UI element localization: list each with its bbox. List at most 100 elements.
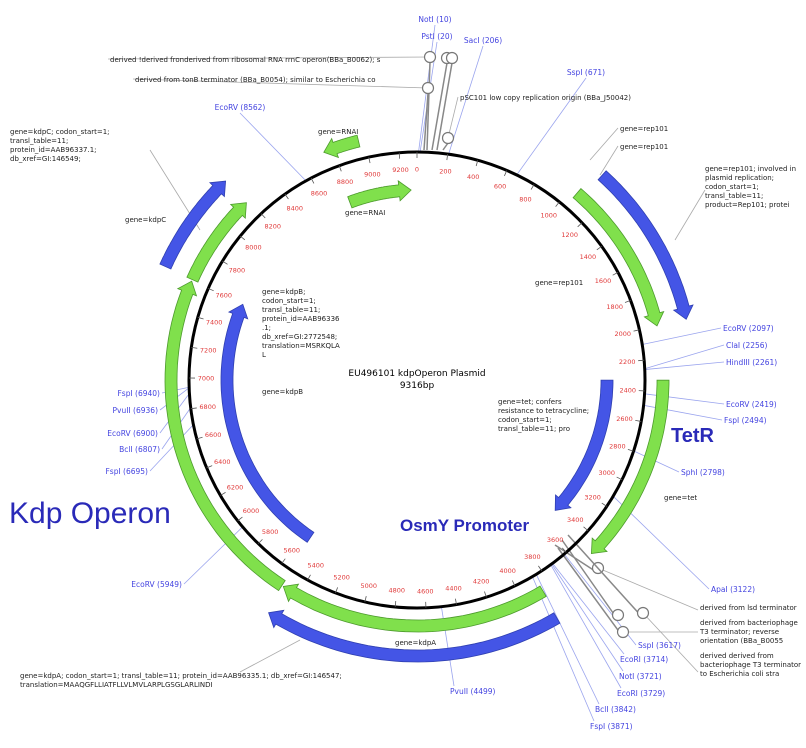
restriction-site-label[interactable]: SphI (2798) (681, 468, 725, 477)
tick-mark (616, 476, 623, 481)
tick-label: 800 (519, 196, 531, 204)
tick-label: 1400 (580, 253, 597, 261)
restriction-site-label[interactable]: EcoRI (3729) (617, 689, 665, 698)
feature-RNAI-gene-arrow[interactable] (347, 180, 412, 209)
tick-label: 5600 (284, 546, 301, 554)
restriction-site-label[interactable]: SspI (3617) (638, 641, 681, 650)
site-leader-line (535, 574, 600, 705)
tick-mark (206, 465, 213, 469)
annotation-label: gene=RNAI (345, 209, 385, 217)
terminator-stem (561, 539, 619, 621)
tick-mark (364, 596, 367, 603)
annotation-label: gene=rep101 (620, 143, 668, 151)
tick-label: 3000 (599, 469, 616, 477)
annotation-leader (107, 56, 431, 60)
site-leader-line (642, 327, 722, 345)
feature-kdpB-cds-arrow[interactable] (220, 303, 315, 543)
tick-label: 3400 (567, 516, 584, 524)
terminator-icon (423, 50, 437, 64)
tick-label: 7600 (216, 292, 233, 300)
annotation-block: gene=tet; confers resistance to tetracyc… (498, 398, 590, 433)
feature-kdpB-gene-arrow[interactable] (164, 280, 286, 592)
tick-label: 6600 (205, 431, 222, 439)
tick-label: 5800 (262, 528, 279, 536)
feature-kdpA-cds-arrow[interactable] (268, 609, 561, 663)
tick-label: 3800 (524, 553, 541, 561)
tick-label: 2200 (619, 358, 636, 366)
restriction-site-label[interactable]: PstI (20) (421, 32, 452, 41)
tick-label: 7400 (206, 319, 223, 327)
tick-label: 4600 (417, 587, 434, 595)
feature-kdpA-gene-arrow[interactable] (282, 583, 547, 633)
tick-label: 4800 (389, 587, 406, 595)
tick-mark (260, 213, 266, 219)
restriction-site-label[interactable]: HindIII (2261) (726, 358, 777, 367)
tick-mark (530, 184, 535, 190)
restriction-site-label[interactable]: SacI (206) (464, 36, 502, 45)
annotation-block: gene=kdpA; codon_start=1; transl_table=1… (20, 672, 342, 689)
tick-mark (196, 436, 203, 440)
restriction-site-label[interactable]: ClaI (2256) (726, 341, 768, 350)
tick-label: 1000 (541, 212, 558, 220)
annotation-leader (599, 145, 619, 176)
site-leader-line (633, 450, 680, 473)
restriction-site-label[interactable]: SspI (671) (567, 68, 605, 77)
tick-label: 7200 (200, 346, 217, 354)
feature-kdpC-cds-arrow[interactable] (159, 180, 227, 270)
tick-mark (191, 346, 198, 349)
tick-label: 6000 (243, 507, 260, 515)
tick-mark (368, 157, 371, 164)
restriction-site-label[interactable]: FspI (6695) (105, 467, 148, 476)
restriction-site-label[interactable]: BclI (6807) (119, 445, 160, 454)
tick-label: 600 (494, 183, 506, 191)
restriction-site-label[interactable]: EcoRI (3714) (620, 655, 668, 664)
tick-mark (237, 516, 243, 522)
restriction-site-label[interactable]: NotI (10) (418, 15, 451, 24)
feature-RNAI-gene-arrow[interactable] (323, 134, 361, 159)
annotations: derived !derived fronderived from riboso… (110, 56, 697, 647)
tick-mark (635, 419, 642, 422)
terminator-stem (557, 547, 624, 638)
restriction-site-label[interactable]: EcoRV (2097) (723, 324, 774, 333)
tick-mark (220, 492, 226, 496)
restriction-site-label[interactable]: ApaI (3122) (711, 585, 755, 594)
restriction-site-label[interactable]: NotI (3721) (619, 672, 662, 681)
restriction-site-label[interactable]: EcoRV (5949) (131, 580, 182, 589)
annotation-leader-lines (107, 56, 706, 673)
site-leader-line (149, 424, 194, 472)
restriction-site-label[interactable]: FspI (2494) (724, 416, 767, 425)
tick-mark (638, 359, 645, 362)
tick-mark (222, 260, 228, 265)
restriction-site-label[interactable]: FspI (6940) (117, 389, 160, 398)
feature-rep101-cds-arrow[interactable] (597, 170, 694, 320)
tick-label: 8000 (245, 243, 262, 251)
tick-mark (284, 193, 289, 200)
restriction-site-label[interactable]: EcoRV (6900) (107, 429, 158, 438)
tick-label: 5200 (333, 574, 350, 582)
tick-label: 4200 (473, 578, 490, 586)
tick-mark (511, 580, 516, 587)
feature-tet-gene-arrow[interactable] (590, 379, 670, 554)
feature-tet-cds-arrow[interactable] (554, 379, 614, 511)
restriction-site-label[interactable]: BclI (3842) (595, 705, 636, 714)
restriction-site-label[interactable]: PvuII (4499) (450, 687, 496, 696)
annotation-block: derived from lsd terminator (700, 604, 797, 612)
tick-mark (338, 165, 342, 172)
annotation-leader (132, 78, 429, 89)
feature-rep101-gene-arrow[interactable] (572, 188, 665, 327)
tick-mark (562, 547, 567, 553)
restriction-site-label[interactable]: FspI (3871) (590, 722, 633, 731)
terminator-icon (445, 51, 459, 65)
site-leader-lines (149, 24, 725, 722)
restriction-site-label[interactable]: EcoRV (2419) (726, 400, 777, 409)
tick-label: 4400 (445, 584, 462, 592)
site-leader-line (551, 563, 624, 672)
restriction-site-label[interactable]: EcoRV (8562) (215, 103, 266, 112)
tick-label: 2400 (620, 387, 637, 395)
tick-mark (190, 407, 197, 410)
feature-kdpC-gene-arrow[interactable] (186, 202, 247, 283)
restriction-site-label[interactable]: PvuII (6936) (113, 406, 159, 415)
